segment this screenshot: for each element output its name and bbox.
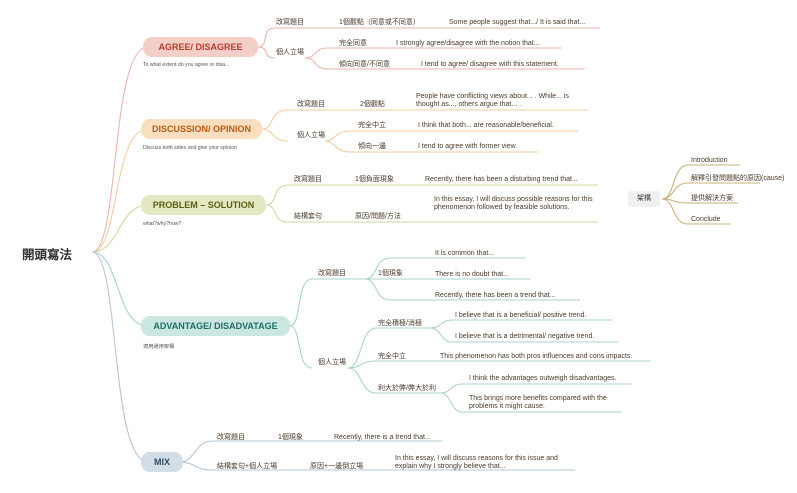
problem-rewrite-label: 改寫題目 [294,176,322,183]
agree-example-3: I tend to agree/ disagree with this stat… [421,61,559,68]
discussion-example-1: People have conflicting views about... .… [416,93,569,108]
agree-links [257,27,600,70]
discussion-opinion-node[interactable]: DISCUSSION/ OPINION [141,119,262,139]
advantage-example-2: There is no doubt that... [435,271,509,278]
advantage-example-8: This brings more benefits compared with … [469,395,607,410]
agree-fully-label: 完全同意 [339,40,367,47]
structure-item-4: Conclude [691,216,721,223]
mix-reason-label: 原因+一邊倒立場 [310,463,364,470]
root-title: 開頭寫法 [22,248,73,262]
advantage-fully-label: 完全積極/消極 [378,320,422,327]
agree-disagree-node[interactable]: AGREE/ DISAGREE [143,37,258,57]
problem-solution-node[interactable]: PROBLEM – SOLUTION [141,195,266,215]
discussion-rewrite-label: 改寫題目 [297,101,325,108]
discussion-neutral-label: 完全中立 [358,122,386,129]
root-discussion-link [91,128,149,253]
agree-stance-label: 個人立場 [276,49,304,56]
mix-phenomenon-label: 1個現象 [278,434,303,441]
problem-reason-label: 原因/問題/方法 [355,213,401,220]
advantage-links [289,257,650,413]
advantage-phenomenon-label: 1個現象 [378,270,403,277]
advantage-neutral-label: 完全中立 [378,353,406,360]
discussion-example-3: I tend to agree with former view. [418,143,518,150]
advantage-example-7: I think the advantages outweigh disadvan… [469,375,617,382]
agree-example-2: I strongly agree/disagree with the notio… [396,40,540,47]
root-agree-link [91,46,149,253]
problem-note: what?why?how? [143,221,182,227]
structure-node[interactable]: 架構 [628,191,660,207]
mix-structure-label: 結構套句+個人立場 [217,463,278,470]
agree-rewrite-label: 改寫題目 [276,19,304,26]
structure-links [661,164,760,225]
problem-example-1: Recently, there has been a disturbing tr… [425,176,578,183]
agree-note: To what extent do you agree or disa... [143,62,230,68]
advantage-example-4: I believe that is a beneficial/ positive… [455,312,587,319]
discussion-lean-label: 傾向一邊 [358,143,386,150]
advantage-weigh-label: 利大於弊/弊大於利 [378,385,436,392]
agree-one-view-label: 1個觀點（同意或不同意） [339,19,420,26]
root-problem-link [91,204,149,253]
mix-node[interactable]: MIX [141,452,183,472]
root-advantage-link [91,251,149,327]
structure-item-3: 提供解決方案 [691,195,733,202]
discussion-two-views-label: 2個觀點 [360,101,385,108]
problem-negative-label: 1個負面現象 [355,176,394,183]
root-mix-link [91,251,149,463]
discussion-stance-label: 個人立場 [297,132,325,139]
problem-example-2: In this essay, I will discuss possible r… [434,196,593,211]
discussion-note: Discuss both sides and give your opinion [143,145,238,151]
advantage-stance-label: 個人立場 [318,359,346,366]
mix-links [179,440,575,471]
advantage-note: 適用通用架構 [143,344,175,350]
agree-example-1: Some people suggest that.../ It is said … [449,19,586,26]
problem-structure-label: 結構套句 [294,213,322,220]
discussion-example-2: I think that both... are reasonable/bene… [418,122,554,129]
mix-example-2: In this essay, I will discuss reasons fo… [395,455,558,470]
discussion-links [261,109,588,153]
advantage-disadvantage-node[interactable]: ADVANTAGE/ DISADVATAGE [141,316,290,336]
mix-rewrite-label: 改寫題目 [217,434,245,441]
advantage-example-3: Recently, there has been a trend that... [435,292,556,299]
advantage-example-5: I believe that is a detrimental/ negativ… [455,333,595,340]
advantage-example-1: It is common that... [435,250,495,257]
mix-example-1: Recently, there is a trend that... [334,434,431,441]
advantage-rewrite-label: 改寫題目 [318,270,346,277]
agree-tend-label: 傾向同意/不同意 [339,61,390,68]
structure-item-2: 解釋引發問題點的原因(cause) [691,175,785,182]
structure-item-1: Introduction [691,157,728,164]
advantage-example-6: This phenomenon has both pros influences… [440,353,633,360]
problem-links [265,184,598,223]
